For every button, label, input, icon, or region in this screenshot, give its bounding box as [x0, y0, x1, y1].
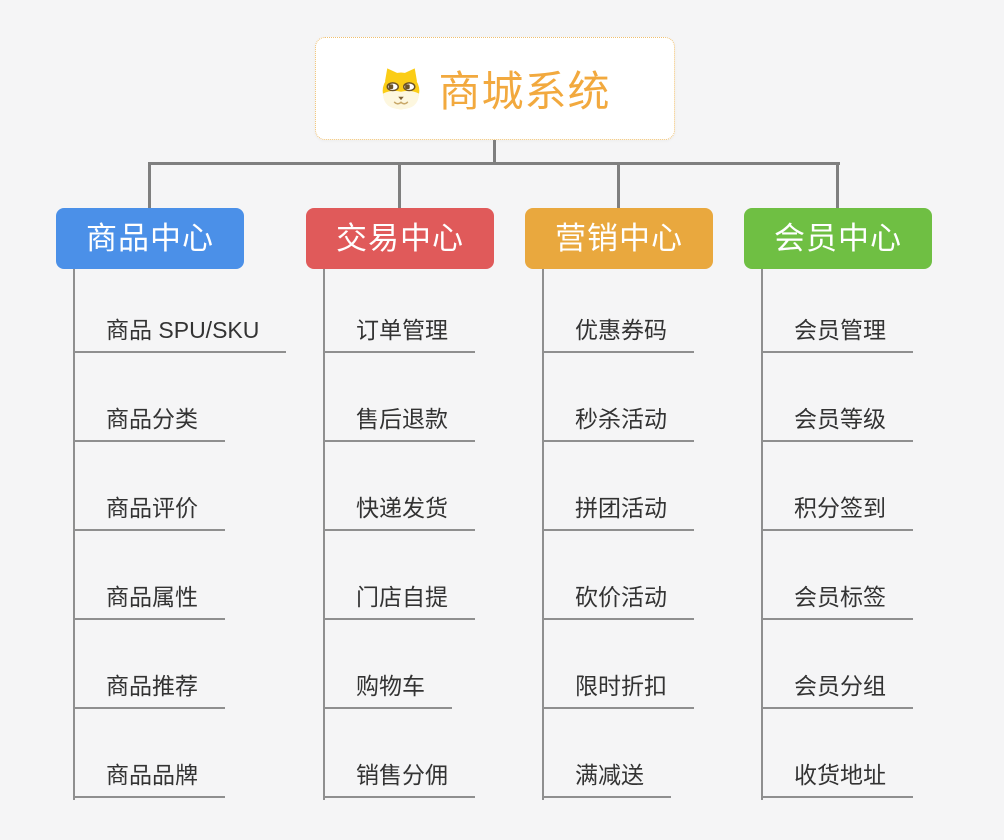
subtopic-product-recommend[interactable]: 商品推荐 [73, 671, 225, 709]
connector-drop-trade [398, 162, 401, 208]
branch-product-center[interactable]: 商品中心 [56, 208, 244, 269]
subtopic-member-group[interactable]: 会员分组 [761, 671, 913, 709]
branch-member-center[interactable]: 会员中心 [744, 208, 932, 269]
subtopic-points-checkin[interactable]: 积分签到 [761, 493, 913, 531]
branch-marketing-center[interactable]: 营销中心 [525, 208, 713, 269]
doge-face-icon [383, 67, 420, 109]
subtopic-shopping-cart[interactable]: 购物车 [323, 671, 452, 709]
branch-column-product: 商品 SPU/SKU 商品分类 商品评价 商品属性 商品推荐 商品品牌 [73, 269, 343, 800]
connector-root-trunk [493, 140, 496, 165]
subtopic-bargain[interactable]: 砍价活动 [542, 582, 694, 620]
branch-column-member: 会员管理 会员等级 积分签到 会员标签 会员分组 收货地址 [761, 269, 1004, 800]
subtopic-product-spu-sku[interactable]: 商品 SPU/SKU [73, 315, 287, 353]
subtopic-member-management[interactable]: 会员管理 [761, 315, 913, 353]
subtopic-store-pickup[interactable]: 门店自提 [323, 582, 475, 620]
subtopic-shipping-address[interactable]: 收货地址 [761, 760, 913, 798]
subtopic-product-brand[interactable]: 商品品牌 [73, 760, 225, 798]
branch-column-marketing: 优惠券码 秒杀活动 拼团活动 砍价活动 限时折扣 满减送 [542, 269, 812, 800]
subtopic-product-category[interactable]: 商品分类 [73, 404, 225, 442]
subtopic-coupon-code[interactable]: 优惠券码 [542, 315, 694, 353]
subtopic-order-management[interactable]: 订单管理 [323, 315, 475, 353]
subtopic-express-delivery[interactable]: 快递发货 [323, 493, 475, 531]
root-topic-label: 商城系统 [438, 68, 611, 115]
subtopic-member-tag[interactable]: 会员标签 [761, 582, 913, 620]
connector-horizontal [149, 162, 840, 165]
subtopic-time-discount[interactable]: 限时折扣 [542, 671, 694, 709]
subtopic-group-buy[interactable]: 拼团活动 [542, 493, 694, 531]
branch-trade-center[interactable]: 交易中心 [306, 208, 494, 269]
subtopic-product-review[interactable]: 商品评价 [73, 493, 225, 531]
subtopic-sales-commission[interactable]: 销售分佣 [323, 760, 475, 798]
connector-drop-marketing [617, 162, 620, 208]
subtopic-product-attribute[interactable]: 商品属性 [73, 582, 225, 620]
connector-drop-product [148, 162, 151, 208]
connector-drop-member [836, 162, 839, 208]
subtopic-member-level[interactable]: 会员等级 [761, 404, 913, 442]
branch-column-trade: 订单管理 售后退款 快递发货 门店自提 购物车 销售分佣 [323, 269, 593, 800]
subtopic-flash-sale[interactable]: 秒杀活动 [542, 404, 694, 442]
subtopic-full-reduction[interactable]: 满减送 [542, 760, 671, 798]
root-topic[interactable]: 商城系统 [315, 37, 675, 140]
subtopic-aftersale-refund[interactable]: 售后退款 [323, 404, 475, 442]
